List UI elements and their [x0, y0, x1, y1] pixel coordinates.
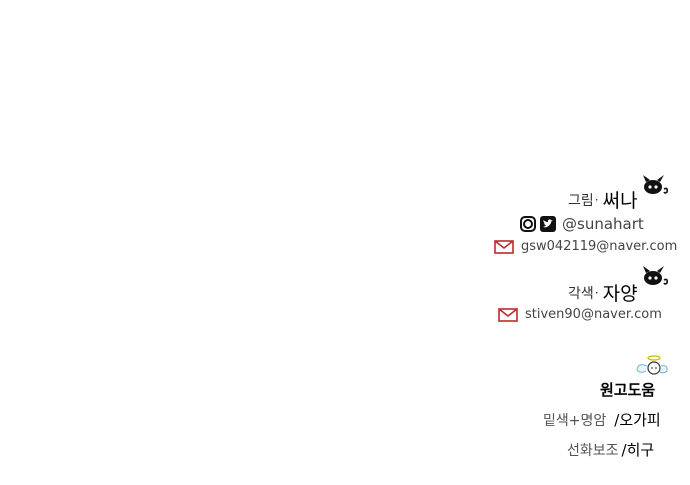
devil-doodle-icon	[643, 266, 668, 285]
assist-row: 밑색+명암 /오가피	[543, 409, 661, 430]
assist-heading: 원고도움	[600, 381, 656, 399]
art-dot: ·	[594, 192, 599, 207]
assist-name: /히구	[621, 441, 655, 459]
social-row: @sunahart	[520, 215, 644, 233]
art-name: 써나	[602, 190, 638, 212]
color-email[interactable]: stiven90@naver.com	[525, 307, 662, 322]
mail-icon	[498, 307, 518, 322]
devil-doodle-icon	[643, 175, 668, 194]
color-name: 자양	[602, 283, 638, 305]
assist-name: /오가피	[614, 411, 661, 429]
instagram-icon[interactable]	[520, 216, 536, 232]
assist-label: 밑색+명암	[543, 412, 607, 429]
color-dot: ·	[594, 285, 599, 300]
art-credit: 그림 · 써나	[568, 186, 638, 213]
art-label: 그림	[568, 192, 594, 209]
color-email-row: stiven90@naver.com	[498, 307, 662, 322]
art-email[interactable]: gsw042119@naver.com	[521, 239, 678, 254]
social-handle[interactable]: @sunahart	[562, 215, 644, 233]
assist-heading-row: 원고도움	[600, 379, 655, 400]
twitter-icon[interactable]	[540, 216, 556, 232]
angel-doodle-icon	[636, 355, 668, 375]
assist-label: 선화보조	[567, 442, 619, 459]
mail-icon	[494, 239, 514, 254]
color-label: 각색	[568, 285, 594, 302]
color-credit: 각색 · 자양	[568, 279, 638, 306]
assist-row: 선화보조 /히구	[567, 439, 654, 460]
art-email-row: gsw042119@naver.com	[494, 239, 677, 254]
